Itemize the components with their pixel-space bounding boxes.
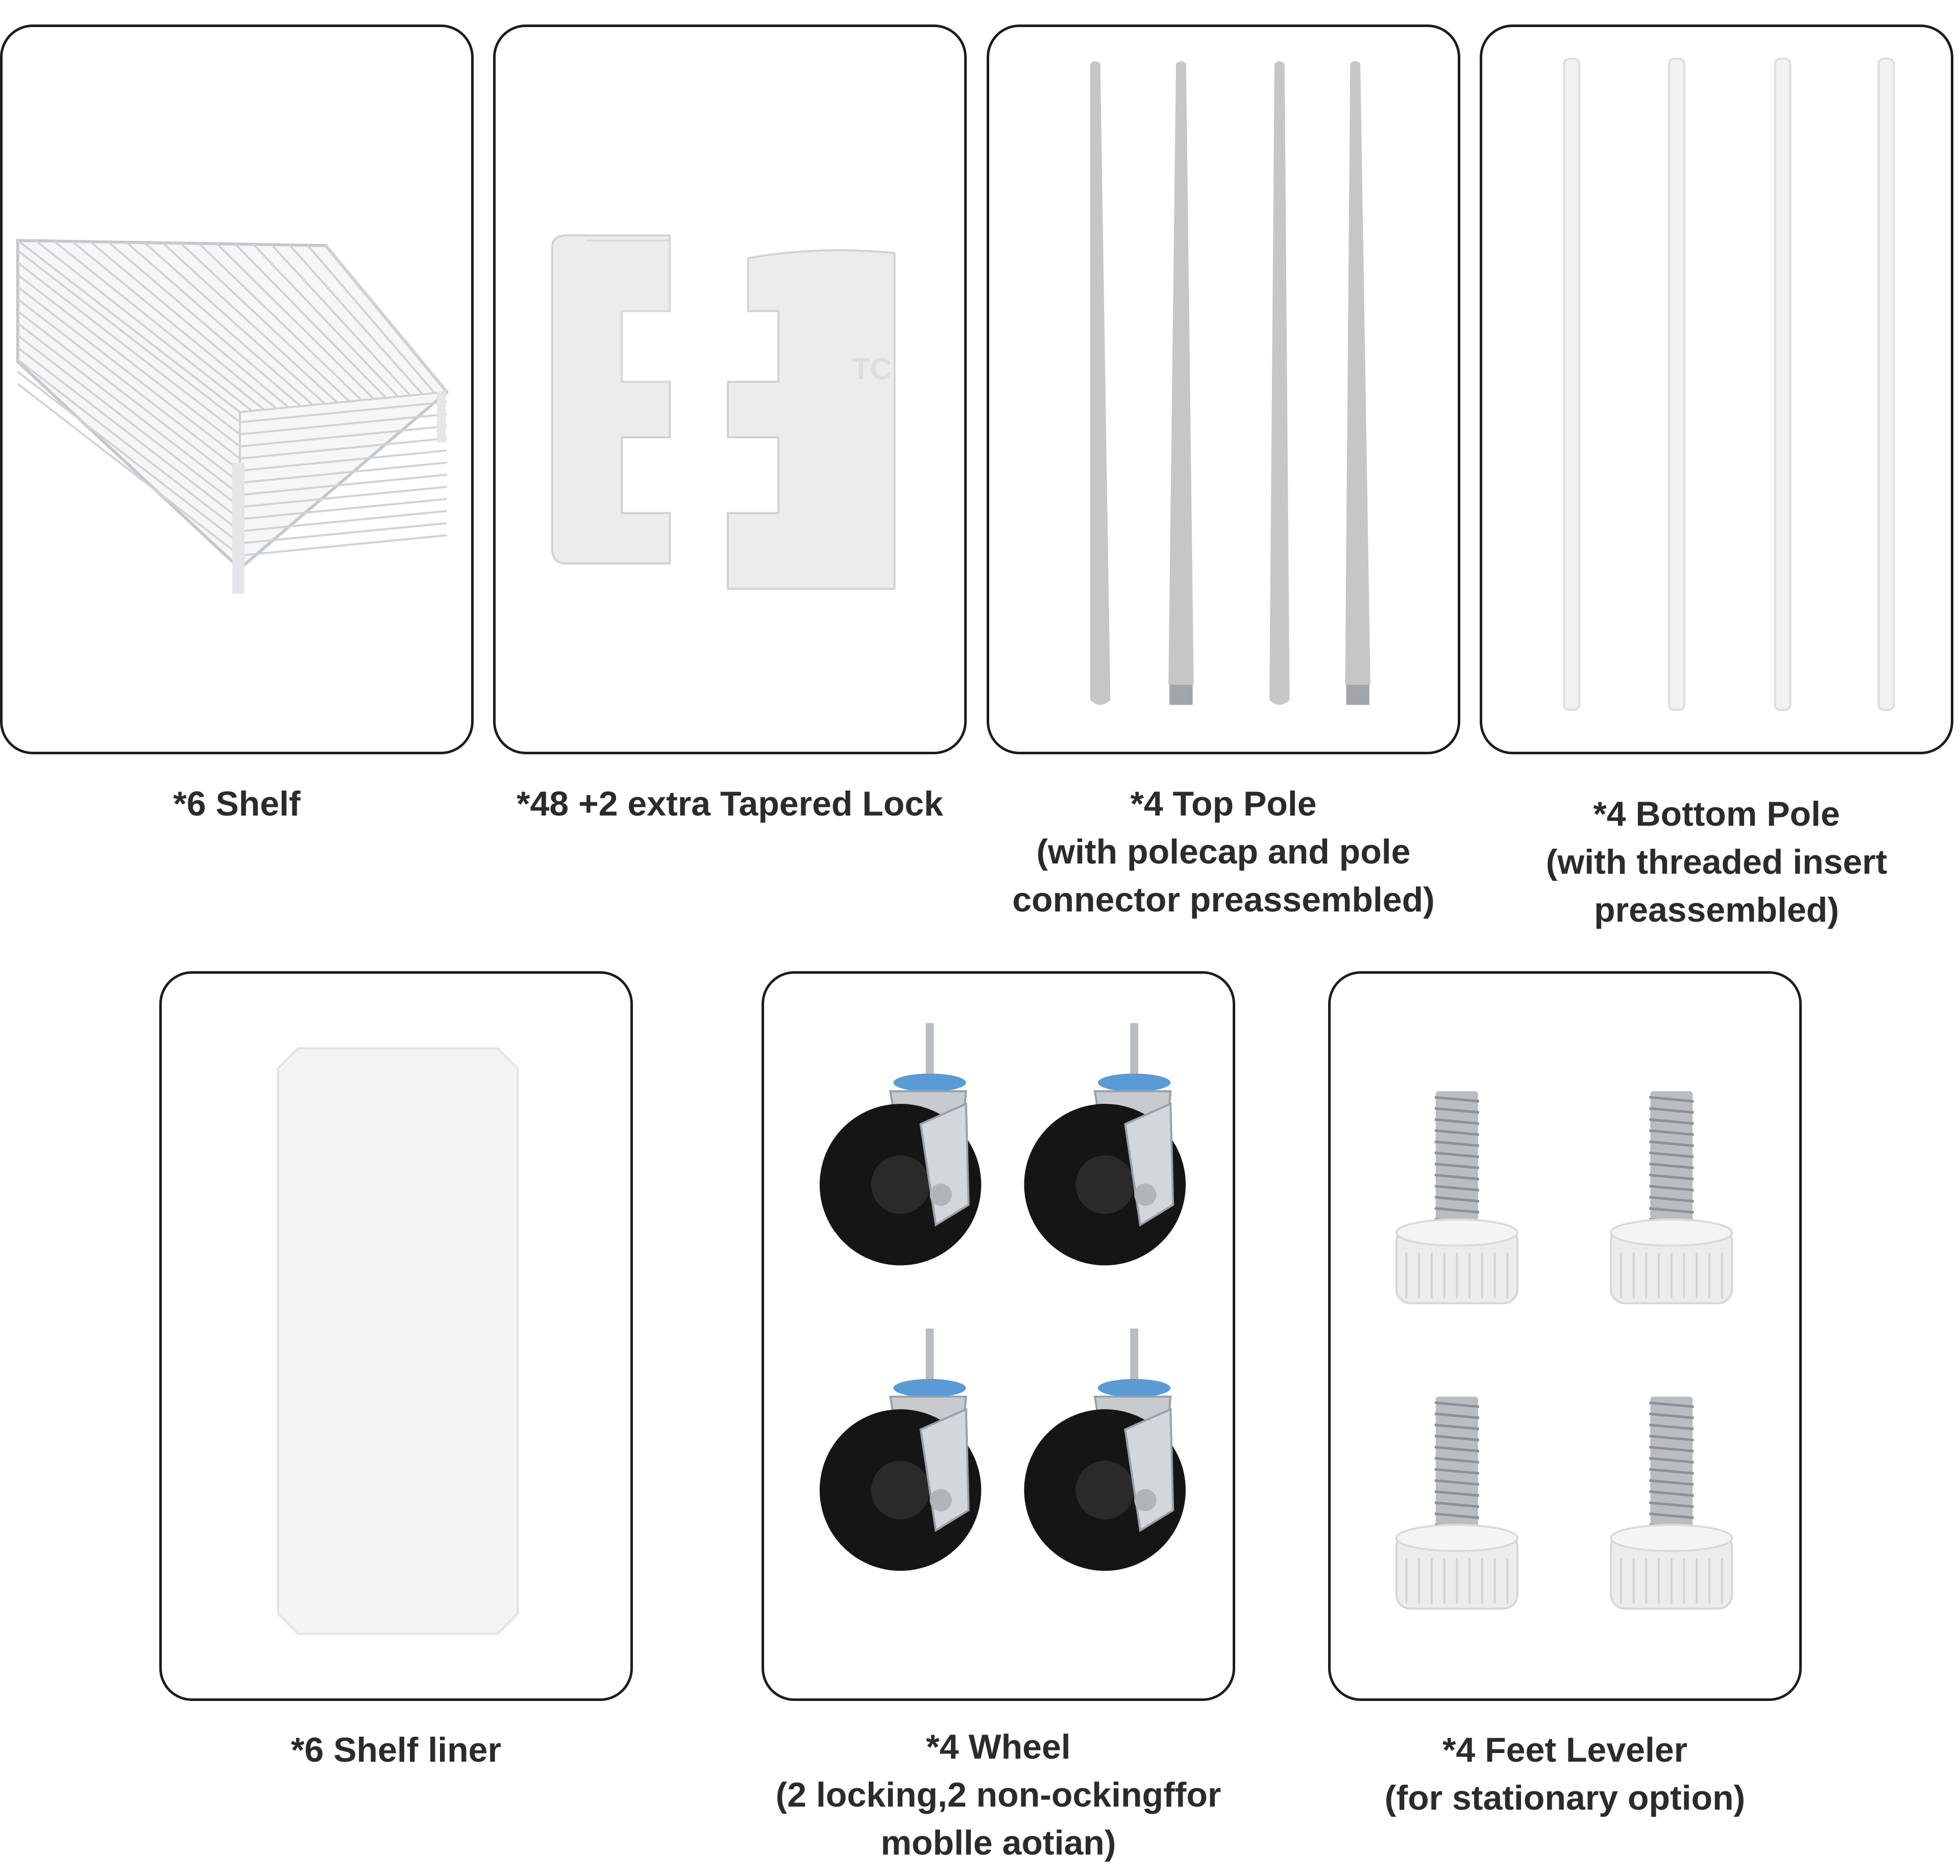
caster-wheel [1024, 1328, 1186, 1571]
panel-shelf-liner [159, 971, 633, 1701]
caption-line: preassembled) [1594, 891, 1839, 929]
caster-wheel [1024, 1023, 1186, 1266]
caption-line: *4 Wheel [926, 1727, 1071, 1766]
caption-bottom-pole: *4 Bottom Pole (with threaded insert pre… [1480, 790, 1953, 934]
caption-top-pole: *4 Top Pole (with polecap and pole conne… [987, 780, 1460, 924]
caption-line: (with threaded insert [1546, 843, 1888, 881]
caption-line: *6 Shelf [173, 784, 301, 823]
panel-bottom-pole [1480, 24, 1953, 754]
caption-line: *6 Shelf liner [291, 1731, 501, 1769]
feet-leveler-icon [1395, 1091, 1733, 1610]
tapered-lock-icon: TC [551, 234, 896, 590]
caption-shelf: *6 Shelf [0, 780, 474, 828]
caster-wheel [819, 1023, 982, 1266]
feet-leveler [1395, 1396, 1518, 1610]
panel-tapered-lock: TC [493, 24, 967, 754]
caption-line: (with polecap and pole [1036, 832, 1411, 871]
feet-leveler [1610, 1091, 1733, 1304]
caption-shelf-liner: *6 Shelf liner [159, 1726, 633, 1774]
caption-line: connector preassembled) [1012, 880, 1435, 919]
bottom-pole-icon [1563, 58, 1895, 711]
caption-wheel: *4 Wheel (2 locking,2 non-ockingffor mob… [762, 1723, 1235, 1867]
panel-shelf [0, 24, 474, 754]
caption-line: *4 Bottom Pole [1593, 795, 1840, 833]
shelf-liner-icon [277, 1047, 519, 1635]
panel-wheel [762, 971, 1235, 1701]
caption-line: (2 locking,2 non-ockingffor [775, 1775, 1221, 1814]
feet-leveler [1610, 1396, 1733, 1610]
feet-leveler [1395, 1091, 1518, 1304]
caster-wheel [819, 1328, 982, 1571]
lock-emboss-text: TC [851, 352, 892, 386]
panel-feet-leveler [1328, 971, 1802, 1701]
caption-feet-leveler: *4 Feet Leveler (for stationary option) [1328, 1726, 1802, 1822]
caption-line: (for stationary option) [1384, 1779, 1746, 1817]
caption-tapered-lock: *48 +2 extra Tapered Lock [493, 780, 967, 828]
caster-wheel-icon [819, 1023, 1186, 1571]
caption-line: *48 +2 extra Tapered Lock [517, 784, 943, 823]
top-pole-icon [1090, 61, 1370, 705]
caption-line: *4 Feet Leveler [1442, 1731, 1688, 1769]
caption-line: moblle aotian) [880, 1823, 1116, 1862]
panel-top-pole [987, 24, 1460, 754]
caption-line: *4 Top Pole [1130, 784, 1317, 823]
wire-shelf-icon [16, 239, 449, 594]
